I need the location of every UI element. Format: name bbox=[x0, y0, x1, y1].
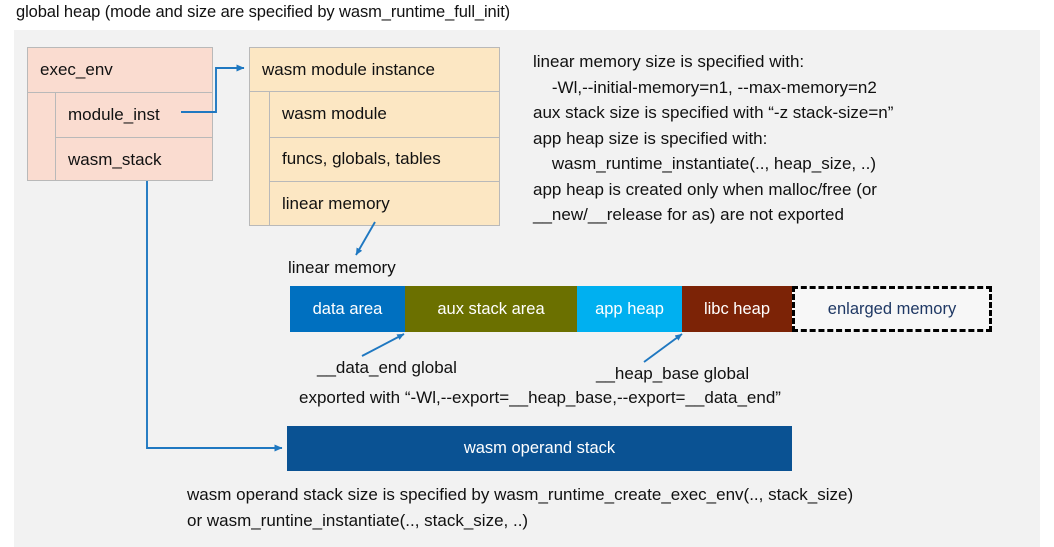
exec-env-box: exec_env module_inst wasm_stack bbox=[27, 47, 213, 181]
exec-env-field-module-inst: module_inst bbox=[68, 105, 160, 124]
exec-env-indent-gutter bbox=[28, 93, 56, 181]
linear-memory-label: linear memory bbox=[288, 258, 396, 277]
module-instance-fields: wasm module funcs, globals, tables linea… bbox=[250, 92, 499, 226]
annotation-exported-flags: exported with “-Wl,--export=__heap_base,… bbox=[299, 388, 781, 407]
memory-segment-app-heap: app heap bbox=[577, 286, 682, 332]
operand-stack-note: wasm operand stack size is specified by … bbox=[187, 485, 854, 530]
annotation-heap-base: __heap_base global bbox=[596, 364, 750, 383]
memory-segment-enlarged-memory: enlarged memory bbox=[792, 286, 992, 332]
annotation-data-end: __data_end global bbox=[317, 358, 457, 377]
memory-segment-aux-stack-area: aux stack area bbox=[405, 286, 577, 332]
module-instance-field-linear-memory: linear memory bbox=[270, 181, 499, 226]
memory-segment-libc-heap: libc heap bbox=[682, 286, 792, 332]
module-instance-field-funcs-globals-tables: funcs, globals, tables bbox=[270, 136, 499, 182]
memory-spec-note: linear memory size is specified with: -W… bbox=[533, 52, 894, 224]
module-instance-indent-gutter bbox=[250, 92, 270, 226]
module-instance-field-wasm-module: wasm module bbox=[282, 104, 387, 124]
exec-env-fields: module_inst wasm_stack bbox=[28, 93, 212, 181]
exec-env-header: exec_env bbox=[28, 48, 212, 93]
wasm-module-instance-box: wasm module instance wasm module funcs, … bbox=[249, 47, 500, 226]
wasm-operand-stack-box: wasm operand stack bbox=[287, 426, 792, 471]
page-title: global heap (mode and size are specified… bbox=[16, 3, 511, 21]
memory-segment-data-area: data area bbox=[290, 286, 405, 332]
exec-env-field-wasm-stack: wasm_stack bbox=[56, 137, 212, 181]
module-instance-header: wasm module instance bbox=[250, 48, 499, 92]
